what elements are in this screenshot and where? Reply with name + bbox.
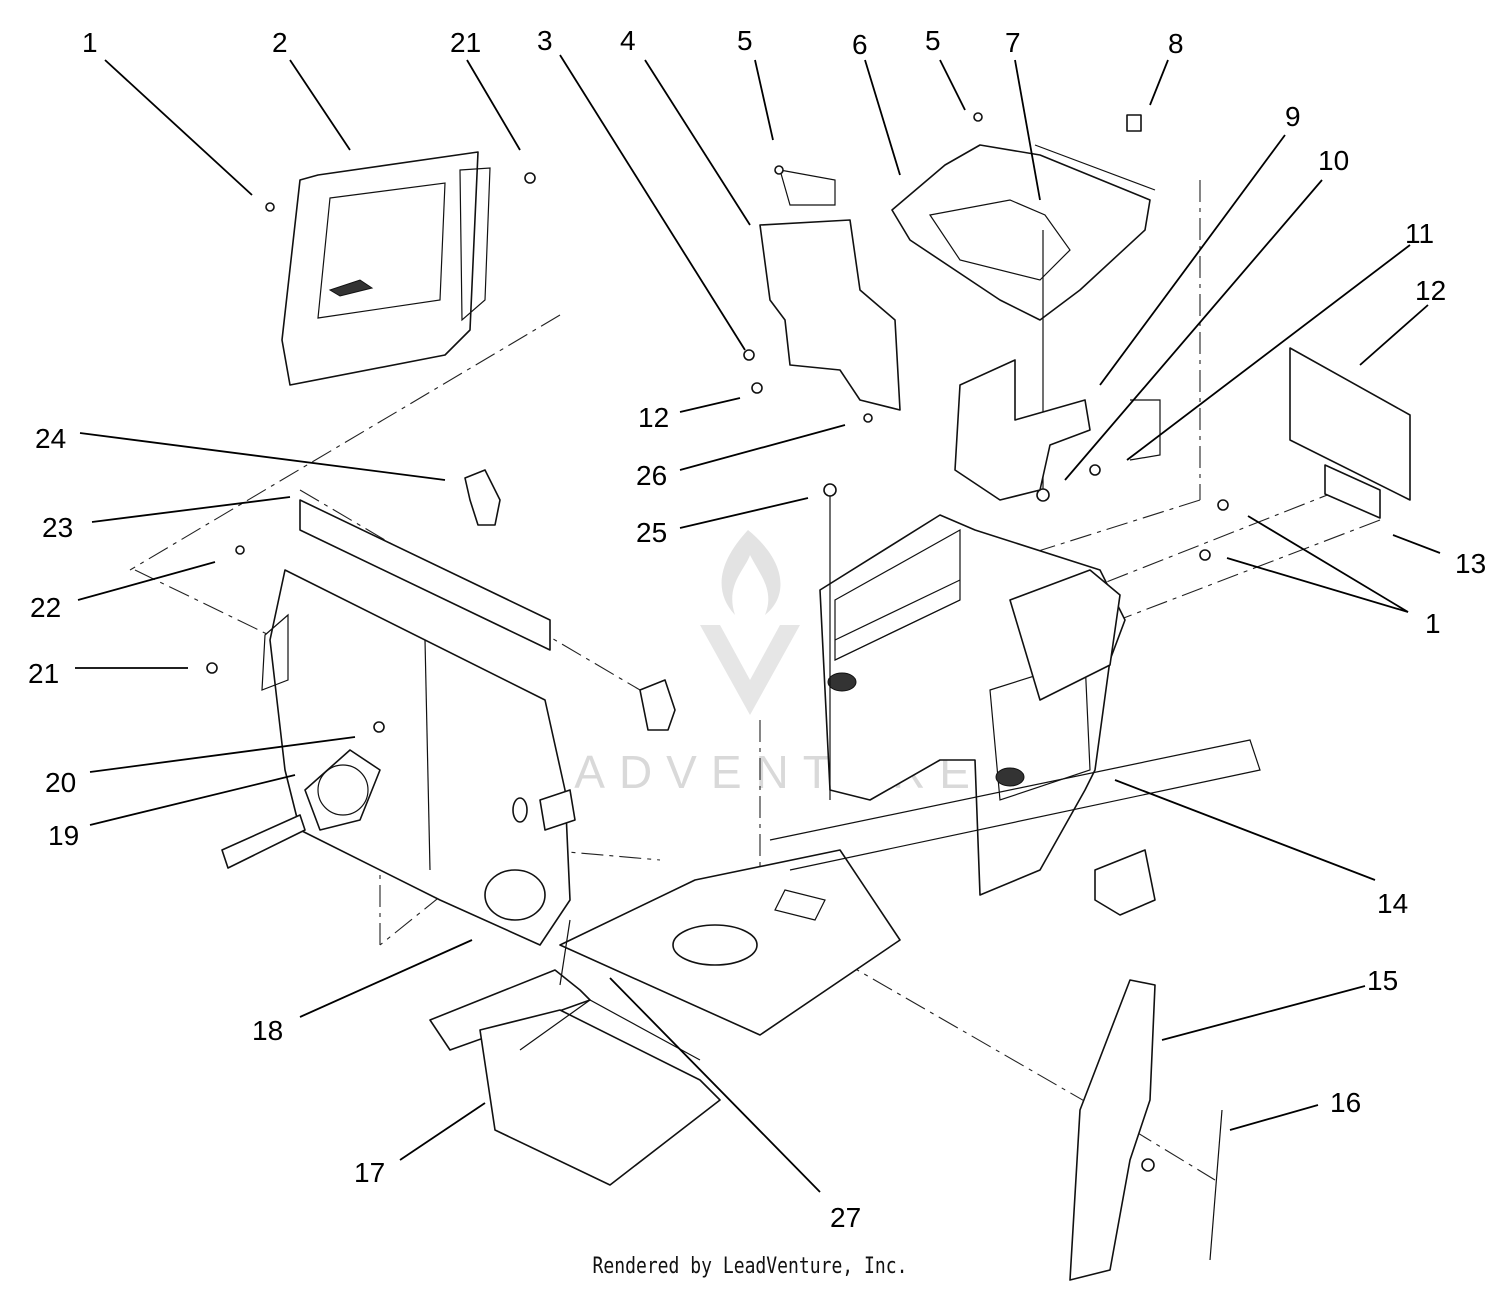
callout-label: 11 xyxy=(1405,218,1434,249)
part-18-front-panel xyxy=(206,499,576,946)
part-15-panel xyxy=(1069,979,1156,1281)
callout-label: 5 xyxy=(925,25,941,56)
callout-label: 2 xyxy=(272,27,288,58)
part-14-tunnel-panel xyxy=(819,483,1229,896)
callout-label: 22 xyxy=(30,592,61,623)
callout-label: 21 xyxy=(450,27,481,58)
callout-label: 20 xyxy=(45,767,76,798)
part-2-side-panel xyxy=(265,151,536,386)
callout-label: 18 xyxy=(252,1015,283,1046)
callout-label: 10 xyxy=(1318,145,1349,176)
callout-label: 19 xyxy=(48,820,79,851)
callout-label: 27 xyxy=(830,1202,861,1233)
callout-label: 1 xyxy=(82,27,98,58)
callout-label: 9 xyxy=(1285,101,1301,132)
callout-label: 12 xyxy=(638,402,669,433)
callout-label: 8 xyxy=(1168,28,1184,59)
leader-lines xyxy=(75,54,1441,1193)
part-24-clip xyxy=(464,469,676,731)
callout-label: 3 xyxy=(537,25,553,56)
part-16-strip xyxy=(1209,1109,1223,1261)
part-6-tray xyxy=(891,112,1156,502)
callout-label: 12 xyxy=(1415,275,1446,306)
part-frame xyxy=(429,739,1261,1186)
callout-label: 6 xyxy=(852,29,868,60)
callout-label: 23 xyxy=(42,512,73,543)
callout-label: 25 xyxy=(636,517,667,548)
callout-label: 14 xyxy=(1377,888,1408,919)
callout-label: 16 xyxy=(1330,1087,1361,1118)
callout-label: 17 xyxy=(354,1157,385,1188)
callout-label: 13 xyxy=(1455,548,1486,579)
part-9-bracket xyxy=(954,359,1161,501)
callout-label: 4 xyxy=(620,25,636,56)
callout-label: 21 xyxy=(28,658,59,689)
callout-label: 15 xyxy=(1367,965,1398,996)
callout-label: 24 xyxy=(35,423,66,454)
callout-label: 7 xyxy=(1005,27,1021,58)
callout-label: 26 xyxy=(636,460,667,491)
watermark-flame-icon xyxy=(721,530,781,615)
part-12-decal xyxy=(1289,347,1411,519)
callout-label: 1 xyxy=(1425,608,1441,639)
callout-labels: 1 2 21 3 4 5 6 5 7 8 9 10 11 12 12 26 25… xyxy=(28,25,1486,1233)
footer-credit: Rendered by LeadVenture, Inc. xyxy=(592,1254,908,1279)
part-4-bracket xyxy=(743,165,901,423)
callout-label: 5 xyxy=(737,25,753,56)
watermark-v-icon xyxy=(700,625,800,715)
